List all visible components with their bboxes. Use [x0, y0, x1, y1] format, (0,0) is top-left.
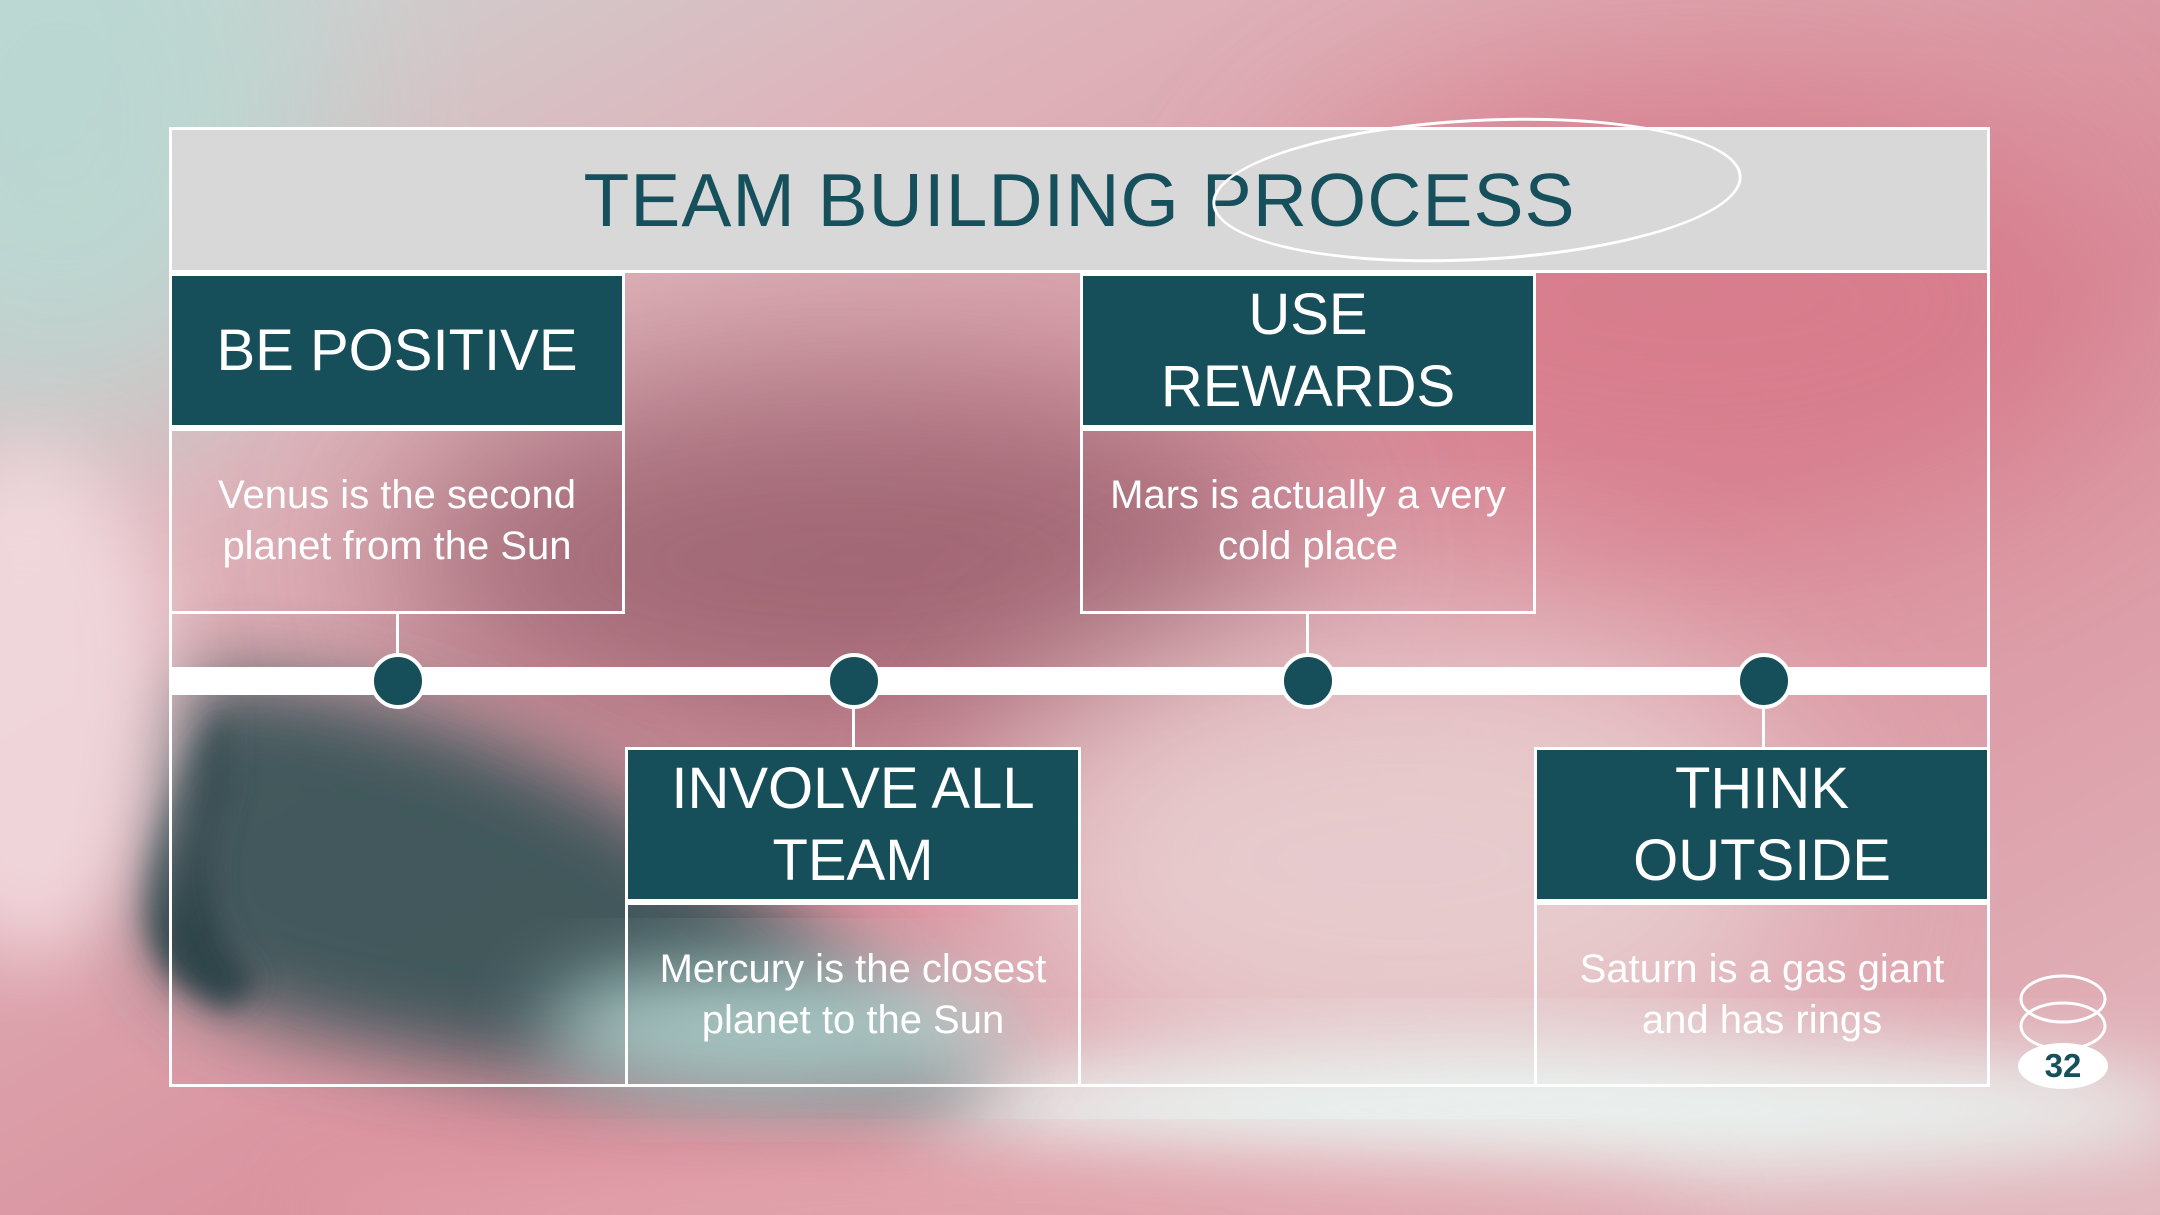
timeline-track — [169, 667, 1990, 695]
step-1-description: Venus is the second planet from the Sun — [217, 473, 577, 568]
step-4-title: THINK OUTSIDE — [1633, 755, 1891, 893]
step-1-title-box: BE POSITIVE — [169, 273, 625, 428]
step-3-description-box: Mars is actually a very cold place — [1080, 428, 1536, 614]
step-2-title-box: INVOLVE ALL TEAM — [625, 747, 1081, 902]
step-2-title: INVOLVE ALL TEAM — [671, 755, 1035, 893]
step-4-title-box: THINK OUTSIDE — [1534, 747, 1990, 902]
step-3-title: USE REWARDS — [1160, 281, 1456, 419]
title-bar: TEAM BUILDING PROCESS — [169, 127, 1990, 273]
step-4-description-box: Saturn is a gas giant and has rings — [1534, 902, 1990, 1087]
step-2-description: Mercury is the closest planet to the Sun — [659, 946, 1047, 1042]
step-3-description: Mars is actually a very cold place — [1110, 473, 1506, 568]
step-1-node — [370, 653, 426, 709]
step-4-description: Saturn is a gas giant and has rings — [1579, 946, 1945, 1042]
step-2-connector — [852, 700, 855, 750]
step-4-node — [1736, 653, 1792, 709]
step-3-connector — [1306, 612, 1309, 657]
step-3-node — [1280, 653, 1336, 709]
step-1-description-box: Venus is the second planet from the Sun — [169, 428, 625, 614]
slide-title: TEAM BUILDING PROCESS — [583, 158, 1576, 242]
step-3-title-box: USE REWARDS — [1080, 273, 1536, 428]
page-number: 32 — [2018, 1043, 2108, 1089]
step-1-title: BE POSITIVE — [216, 317, 578, 383]
step-2-node — [826, 653, 882, 709]
step-1-connector — [396, 612, 399, 657]
step-4-connector — [1762, 700, 1765, 750]
step-2-description-box: Mercury is the closest planet to the Sun — [625, 902, 1081, 1087]
